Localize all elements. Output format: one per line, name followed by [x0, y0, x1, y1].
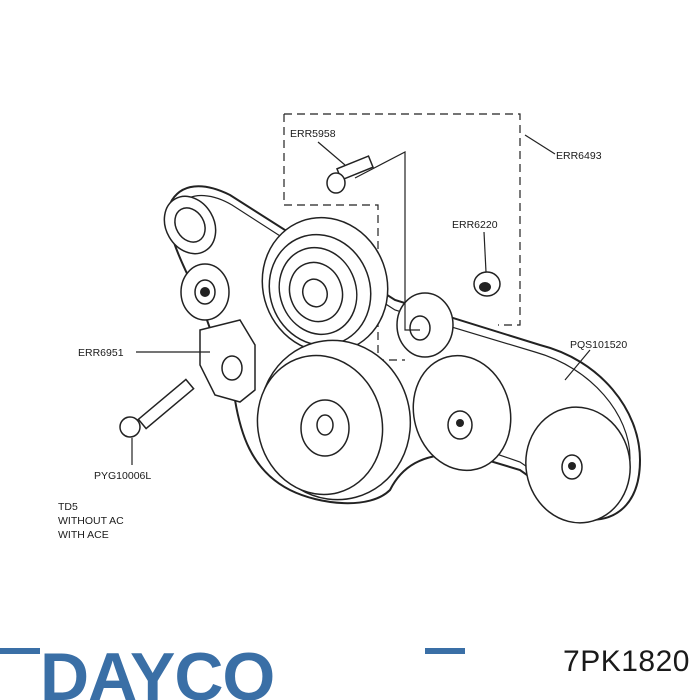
idler-pulley-small — [396, 292, 454, 358]
bolt-err5958 — [326, 155, 374, 194]
note-line-3: WITH ACE — [58, 529, 109, 541]
err5958-bracket-line — [354, 151, 420, 331]
label-pqs101520: PQS101520 — [570, 339, 627, 351]
tensioner-pulley — [180, 263, 230, 321]
idler-pulley-top — [163, 195, 217, 255]
err6493-leader — [524, 134, 556, 155]
pqs101520-leader — [564, 349, 591, 381]
serpentine-belt — [167, 185, 642, 522]
label-pyg10006l: PYG10006L — [94, 470, 151, 482]
label-err6220: ERR6220 — [452, 219, 498, 231]
label-err6951: ERR6951 — [78, 347, 124, 359]
crankshaft-pulley — [256, 339, 412, 501]
dashed-group-outline — [283, 113, 521, 361]
bracket-hole — [221, 355, 243, 381]
err5958-leader — [317, 141, 346, 166]
pump-pulley — [525, 406, 631, 524]
label-err5958: ERR5958 — [290, 128, 336, 140]
note-line-2: WITHOUT AC — [58, 515, 124, 527]
spacer-err6220 — [473, 271, 501, 297]
label-err6493: ERR6493 — [556, 150, 602, 162]
alternator-pulley — [412, 354, 512, 472]
bolt-pyg10006l — [119, 378, 195, 438]
part-number: 7PK1820 — [563, 645, 690, 678]
brand-text: DAYCO — [40, 639, 274, 700]
note-line-1: TD5 — [58, 501, 78, 513]
dayco-logo: DAYCO — [0, 639, 465, 700]
err6220-leader — [483, 231, 487, 273]
upper-grooved-pulley — [261, 216, 389, 354]
